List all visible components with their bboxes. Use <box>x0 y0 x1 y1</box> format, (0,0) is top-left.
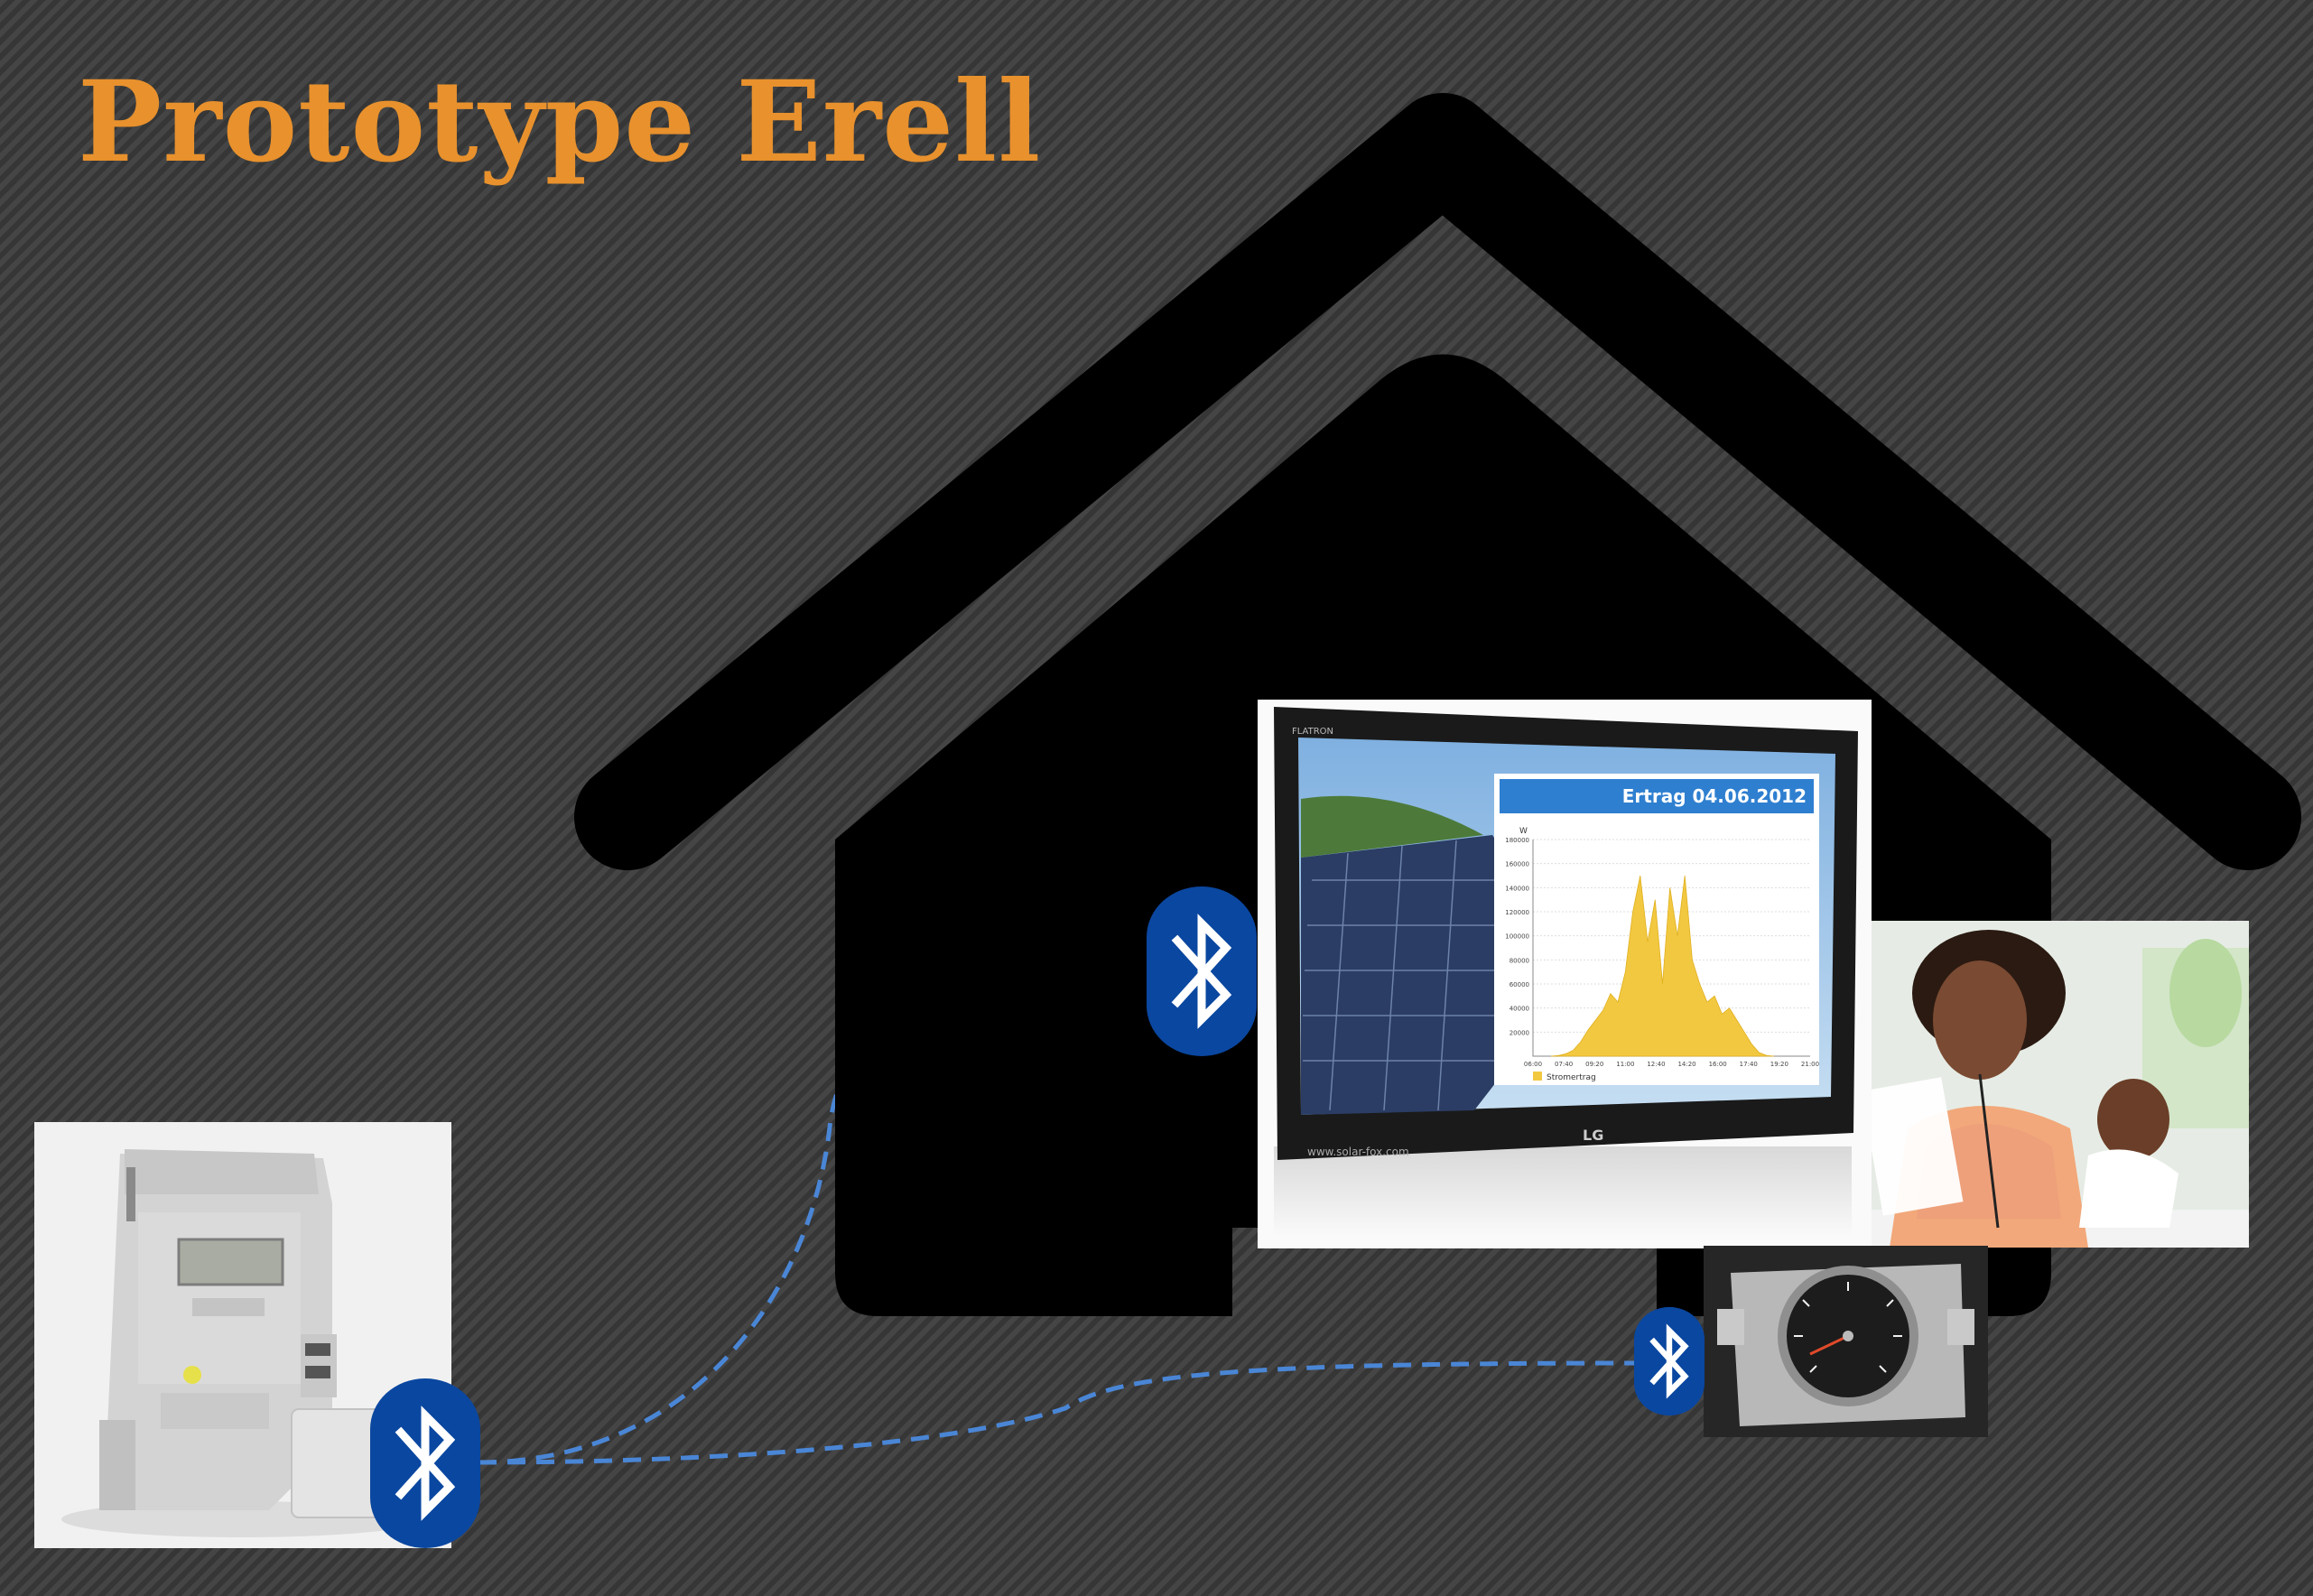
x-tick-label: 12:40 <box>1647 1061 1665 1068</box>
x-tick-label: 06:00 <box>1524 1061 1542 1068</box>
page-title: Prototype Erell <box>78 57 1042 188</box>
meter-to-gauge-link <box>478 1360 1644 1465</box>
x-tick-label: 14:20 <box>1677 1061 1695 1068</box>
y-tick-label: 60000 <box>1509 981 1529 988</box>
y-tick-label: 160000 <box>1505 861 1529 868</box>
monitor-website: www.solar-fox.com <box>1307 1146 1409 1158</box>
chart-title-bar <box>1500 779 1814 813</box>
y-tick-label: 20000 <box>1509 1029 1529 1036</box>
legend-swatch <box>1533 1072 1542 1081</box>
monitor-model-label: FLATRON <box>1292 727 1333 737</box>
bluetooth-icon <box>370 1378 480 1548</box>
x-tick-label: 09:20 <box>1585 1061 1603 1068</box>
x-tick-label: 19:20 <box>1770 1061 1788 1068</box>
y-axis-unit: W <box>1519 827 1528 836</box>
gauge-needle <box>1809 1334 1849 1356</box>
solar-monitor-photo: FLATRON www.solar-fox.com LG Ertrag 04.0… <box>1258 700 1872 1248</box>
x-tick-label: 16:00 <box>1709 1061 1727 1068</box>
house-roof <box>574 93 2301 870</box>
yield-chart: Ertrag 04.06.2012 W 180000 160000 140000 12… <box>1494 774 1819 1085</box>
y-tick-label: 80000 <box>1509 957 1529 964</box>
x-tick-label: 07:40 <box>1555 1061 1573 1068</box>
bluetooth-icon <box>1147 886 1257 1056</box>
woman-with-baby-phone-photo <box>1872 921 2249 1248</box>
x-tick-label: 21:00 <box>1801 1061 1819 1068</box>
bluetooth-icon <box>1634 1306 1705 1416</box>
speedometer-gauge-photo <box>1704 1246 1988 1437</box>
y-tick-label: 140000 <box>1505 885 1529 892</box>
y-tick-label: 100000 <box>1505 933 1529 941</box>
x-tick-label: 11:00 <box>1616 1061 1634 1068</box>
x-tick-label: 17:40 <box>1740 1061 1758 1068</box>
y-tick-label: 120000 <box>1505 909 1529 916</box>
legend-label: Stromertrag <box>1547 1073 1596 1082</box>
y-tick-label: 40000 <box>1509 1006 1529 1013</box>
series-area-stromertrag <box>1550 875 1775 1057</box>
y-tick-label: 180000 <box>1505 837 1529 844</box>
monitor-brand: LG <box>1583 1127 1603 1144</box>
chart-title: Ertrag 04.06.2012 <box>1622 785 1807 807</box>
